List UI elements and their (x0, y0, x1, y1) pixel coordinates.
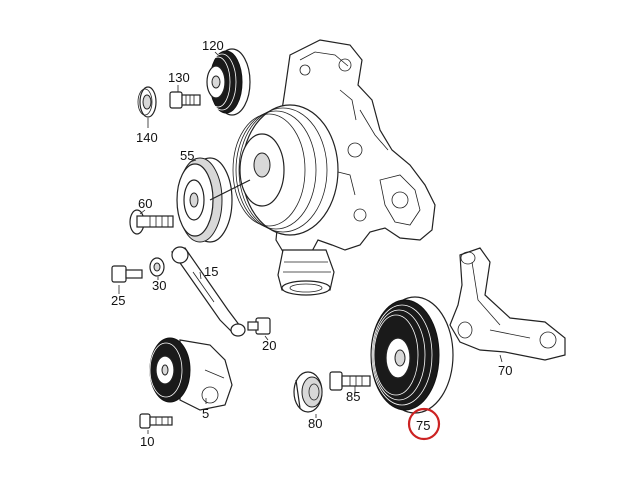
label-part-10: 10 (140, 434, 154, 449)
label-part-140: 140 (136, 130, 158, 145)
label-part-15: 15 (204, 264, 218, 279)
part-140-washer (137, 86, 157, 118)
water-pump-pulley (232, 104, 339, 236)
label-part-60: 60 (138, 196, 152, 211)
part-60-bolt (129, 209, 174, 235)
label-part-70: 70 (498, 363, 512, 378)
label-part-130: 130 (168, 70, 190, 85)
label-part-30: 30 (152, 278, 166, 293)
part-30-nut (149, 257, 165, 277)
part-120-idler-pulley (205, 48, 251, 116)
part-15-damper-strut (171, 246, 246, 337)
part-55-idler-pulley (176, 157, 251, 243)
part-70-bracket (449, 247, 566, 361)
label-part-85: 85 (346, 389, 360, 404)
label-part-20: 20 (262, 338, 276, 353)
label-part-75: 75 (416, 418, 430, 433)
label-part-55: 55 (180, 148, 194, 163)
leader-lines (118, 51, 503, 434)
label-part-120: 120 (202, 38, 224, 53)
part-80-cover-cap (293, 371, 323, 413)
part-10-bolt (139, 413, 173, 429)
label-part-80: 80 (308, 416, 322, 431)
part-75-idler-pulley (370, 296, 454, 414)
label-part-5: 5 (202, 406, 209, 421)
part-5-belt-tensioner (149, 337, 233, 411)
part-85-bolt (329, 371, 371, 391)
part-25-bolt (111, 265, 143, 283)
part-20-bolt (247, 317, 271, 335)
highlight-circle (407, 407, 441, 441)
part-130-bolt (169, 91, 201, 109)
label-part-25: 25 (111, 293, 125, 308)
